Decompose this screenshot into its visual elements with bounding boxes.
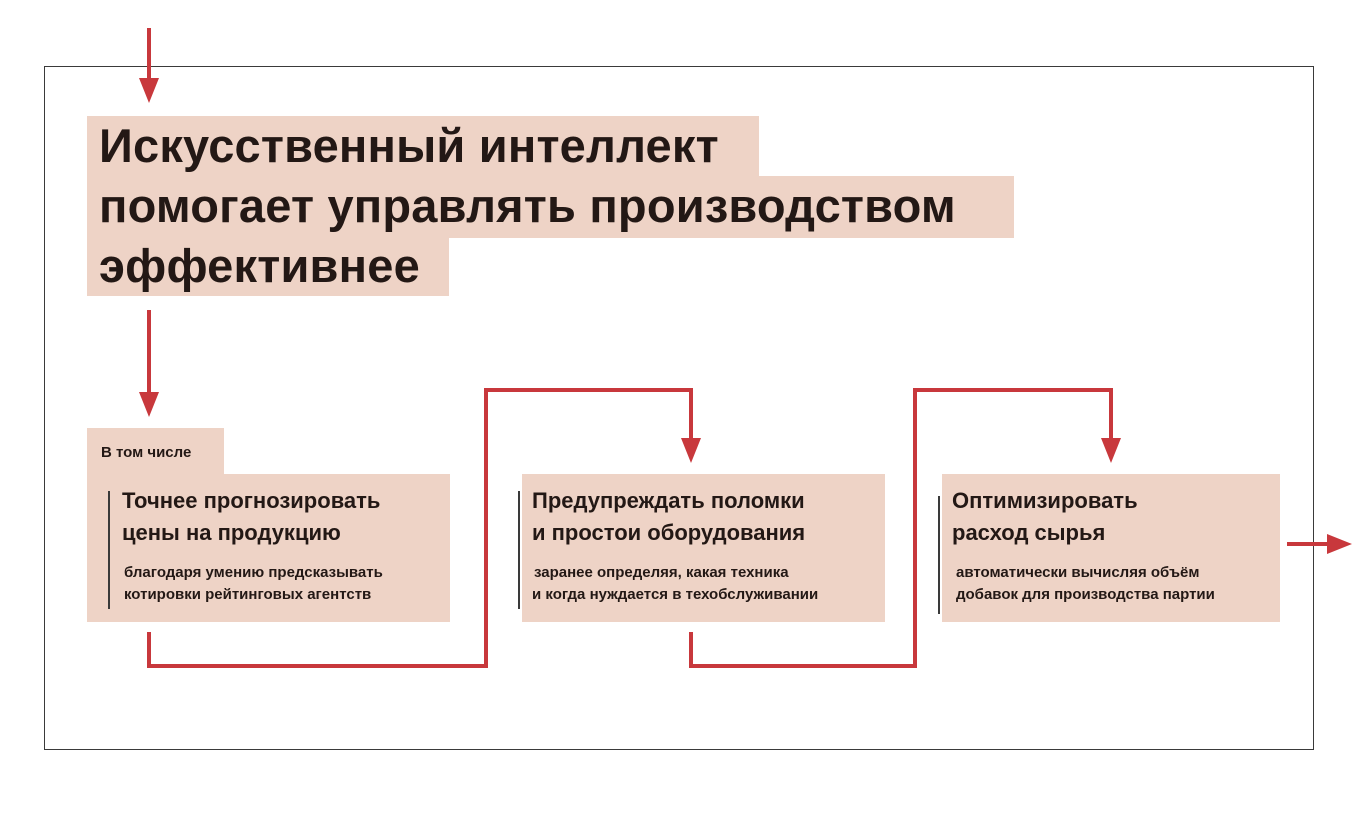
card-heading-line-2: расход сырья [952,520,1106,545]
title-highlight-1 [87,116,759,178]
card-detail-line-1: благодаря умению предсказывать [124,564,383,581]
card-heading-line-1: Оптимизировать [952,488,1138,513]
card-heading-line-1: Предупреждать поломки [532,488,805,513]
card-heading-line-1: Точнее прогнозировать [122,488,381,513]
card-accent-bar [938,496,940,614]
title-highlight-3 [87,236,449,296]
title-highlight-2 [87,176,1014,238]
card-price-forecast: Точнее прогнозировать цены на продукцию … [87,474,450,622]
card-heading-line-2: и простои оборудования [532,520,806,545]
title-line-1: Искусственный интеллект [99,119,719,172]
card-accent-bar [518,491,520,609]
tag-including: В том числе [87,428,224,476]
arrowhead-down-icon [681,438,701,463]
arrowhead-right-icon [1327,534,1352,554]
title-line-2: помогает управлять производством [99,179,956,232]
card-detail-line-2: и когда нуждается в техобслуживании [532,586,819,603]
tag-label: В том числе [101,444,192,461]
card-detail-line-2: котировки рейтинговых агентств [124,586,372,603]
card-detail-line-2: добавок для производства партии [956,586,1215,603]
arrowhead-down-icon [139,78,159,103]
title-line-3: эффективнее [99,239,420,292]
card-heading-line-2: цены на продукцию [122,520,341,545]
connector-2-3 [689,388,1113,668]
card-detail-line-1: автоматически вычисляя объём [956,564,1200,581]
arrowhead-down-icon [1101,438,1121,463]
card-accent-bar [108,491,110,609]
connector-1-2 [147,388,693,668]
diagram-frame [44,66,1314,750]
card-detail-line-1: заранее определяя, какая техника [534,564,789,581]
card-raw-materials: Оптимизировать расход сырья автоматическ… [938,474,1280,622]
arrowhead-down-icon [139,392,159,417]
card-equipment-failures: Предупреждать поломки и простои оборудов… [518,474,885,622]
